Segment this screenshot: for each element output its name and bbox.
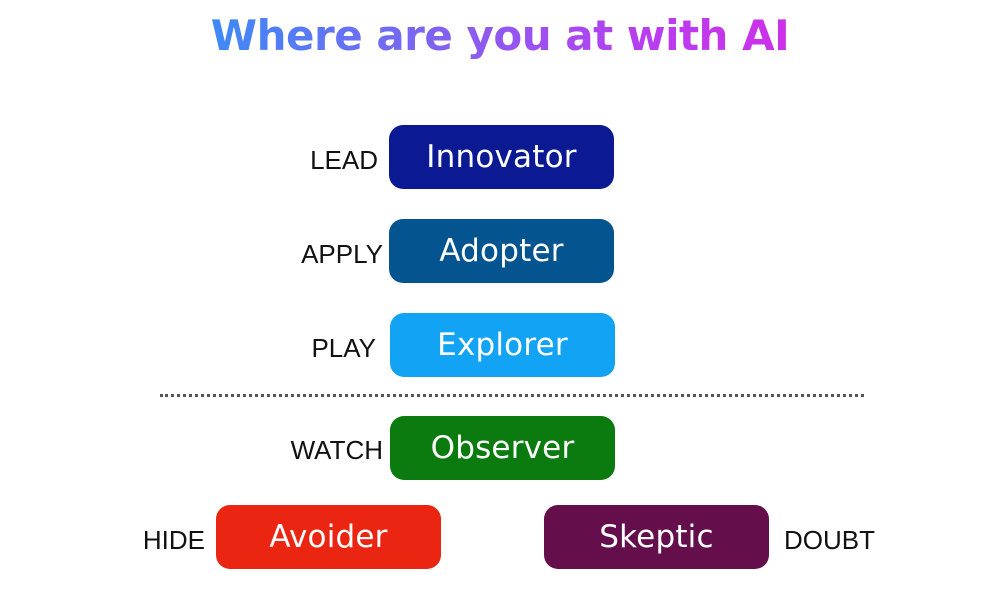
explorer-box: Explorer [390, 313, 615, 377]
skeptic-box: Skeptic [544, 505, 769, 569]
play-label: PLAY [311, 333, 376, 363]
lead-label: LEAD [310, 145, 378, 175]
hide-label: HIDE [142, 525, 205, 555]
adopter-box: Adopter [389, 219, 614, 283]
doubt-label: DOUBT [784, 525, 875, 555]
apply-label: APPLY [301, 239, 383, 269]
dotted-divider [160, 394, 864, 397]
diagram-title: Where are you at with AI [0, 8, 1000, 64]
avoider-box: Avoider [216, 505, 441, 569]
watch-label: WATCH [290, 435, 383, 465]
diagram-title-text: Where are you at with AI [210, 11, 790, 60]
innovator-box: Innovator [389, 125, 614, 189]
observer-box: Observer [390, 416, 615, 480]
